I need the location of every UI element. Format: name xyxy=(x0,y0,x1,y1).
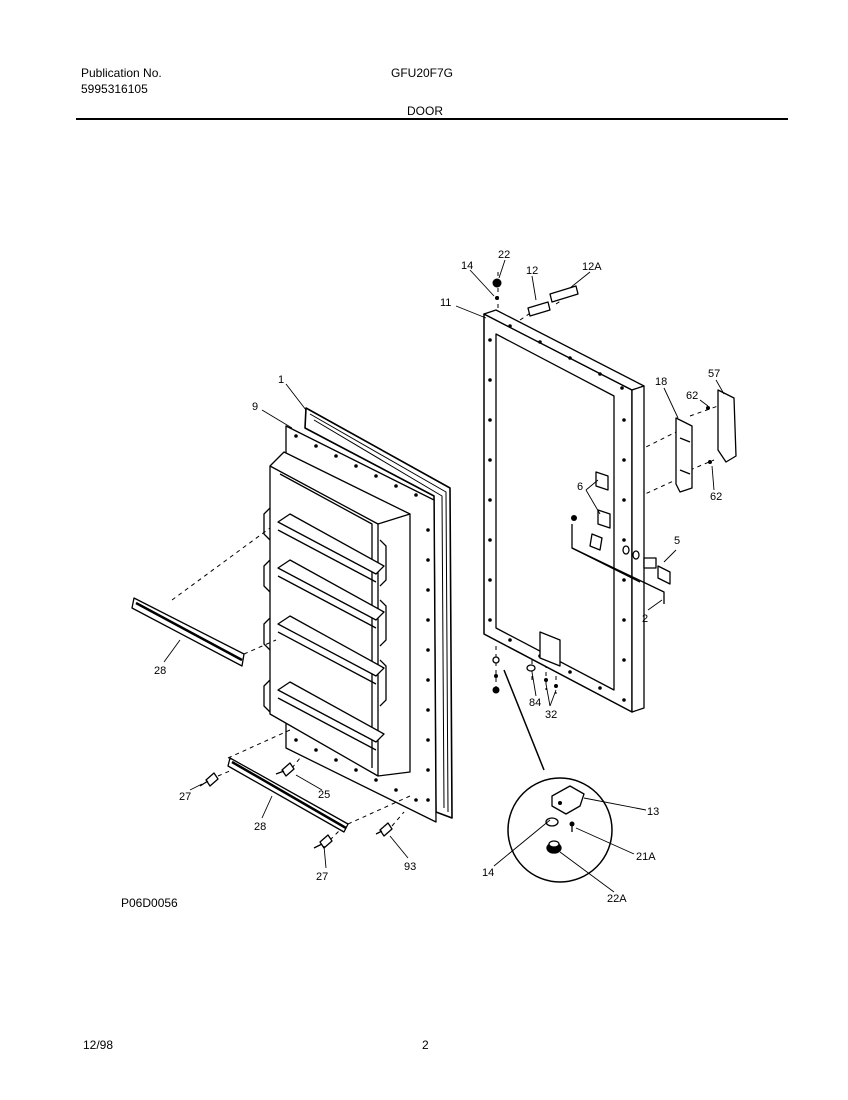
callout-5: 5 xyxy=(674,535,680,547)
callout-1: 1 xyxy=(278,374,284,386)
shelf-bar-upper xyxy=(131,597,245,667)
callout-27-left: 27 xyxy=(179,791,191,803)
callout-13: 13 xyxy=(647,806,659,818)
section-title: DOOR xyxy=(407,104,443,118)
callout-11: 11 xyxy=(440,297,451,309)
header-rule xyxy=(76,118,788,120)
callout-2: 2 xyxy=(642,613,648,625)
callout-6: 6 xyxy=(577,481,583,493)
hinge-detail-circle xyxy=(507,777,613,883)
callout-32: 32 xyxy=(545,709,557,721)
figure-code: P06D0056 xyxy=(121,896,178,910)
callout-22a: 22A xyxy=(607,893,627,905)
callout-14-detail: 14 xyxy=(482,867,494,879)
callout-57: 57 xyxy=(708,368,720,380)
outer-door-panel xyxy=(483,309,645,713)
callout-62-upper: 62 xyxy=(686,390,698,402)
callout-21a: 21A xyxy=(636,851,656,863)
callout-12: 12 xyxy=(526,265,538,277)
callout-18: 18 xyxy=(655,376,667,388)
publication-label: Publication No. xyxy=(81,66,162,80)
callout-9: 9 xyxy=(252,401,258,413)
shelf-bar-lower xyxy=(227,757,349,833)
door-liner xyxy=(263,407,453,823)
callout-14-top: 14 xyxy=(461,260,473,272)
screws xyxy=(199,762,393,849)
callout-62-lower: 62 xyxy=(710,491,722,503)
callout-22: 22 xyxy=(498,249,510,261)
page-number: 2 xyxy=(422,1038,429,1052)
callout-84: 84 xyxy=(529,697,541,709)
publication-date: 12/98 xyxy=(83,1038,114,1052)
callout-27-bottom: 27 xyxy=(316,871,328,883)
callout-28-lower: 28 xyxy=(254,821,266,833)
model-number: GFU20F7G xyxy=(391,66,454,80)
publication-number: 5995316105 xyxy=(81,82,148,96)
callout-93: 93 xyxy=(404,861,416,873)
callout-25: 25 xyxy=(318,789,330,801)
callout-12a: 12A xyxy=(582,261,602,273)
callout-28-upper: 28 xyxy=(154,665,166,677)
